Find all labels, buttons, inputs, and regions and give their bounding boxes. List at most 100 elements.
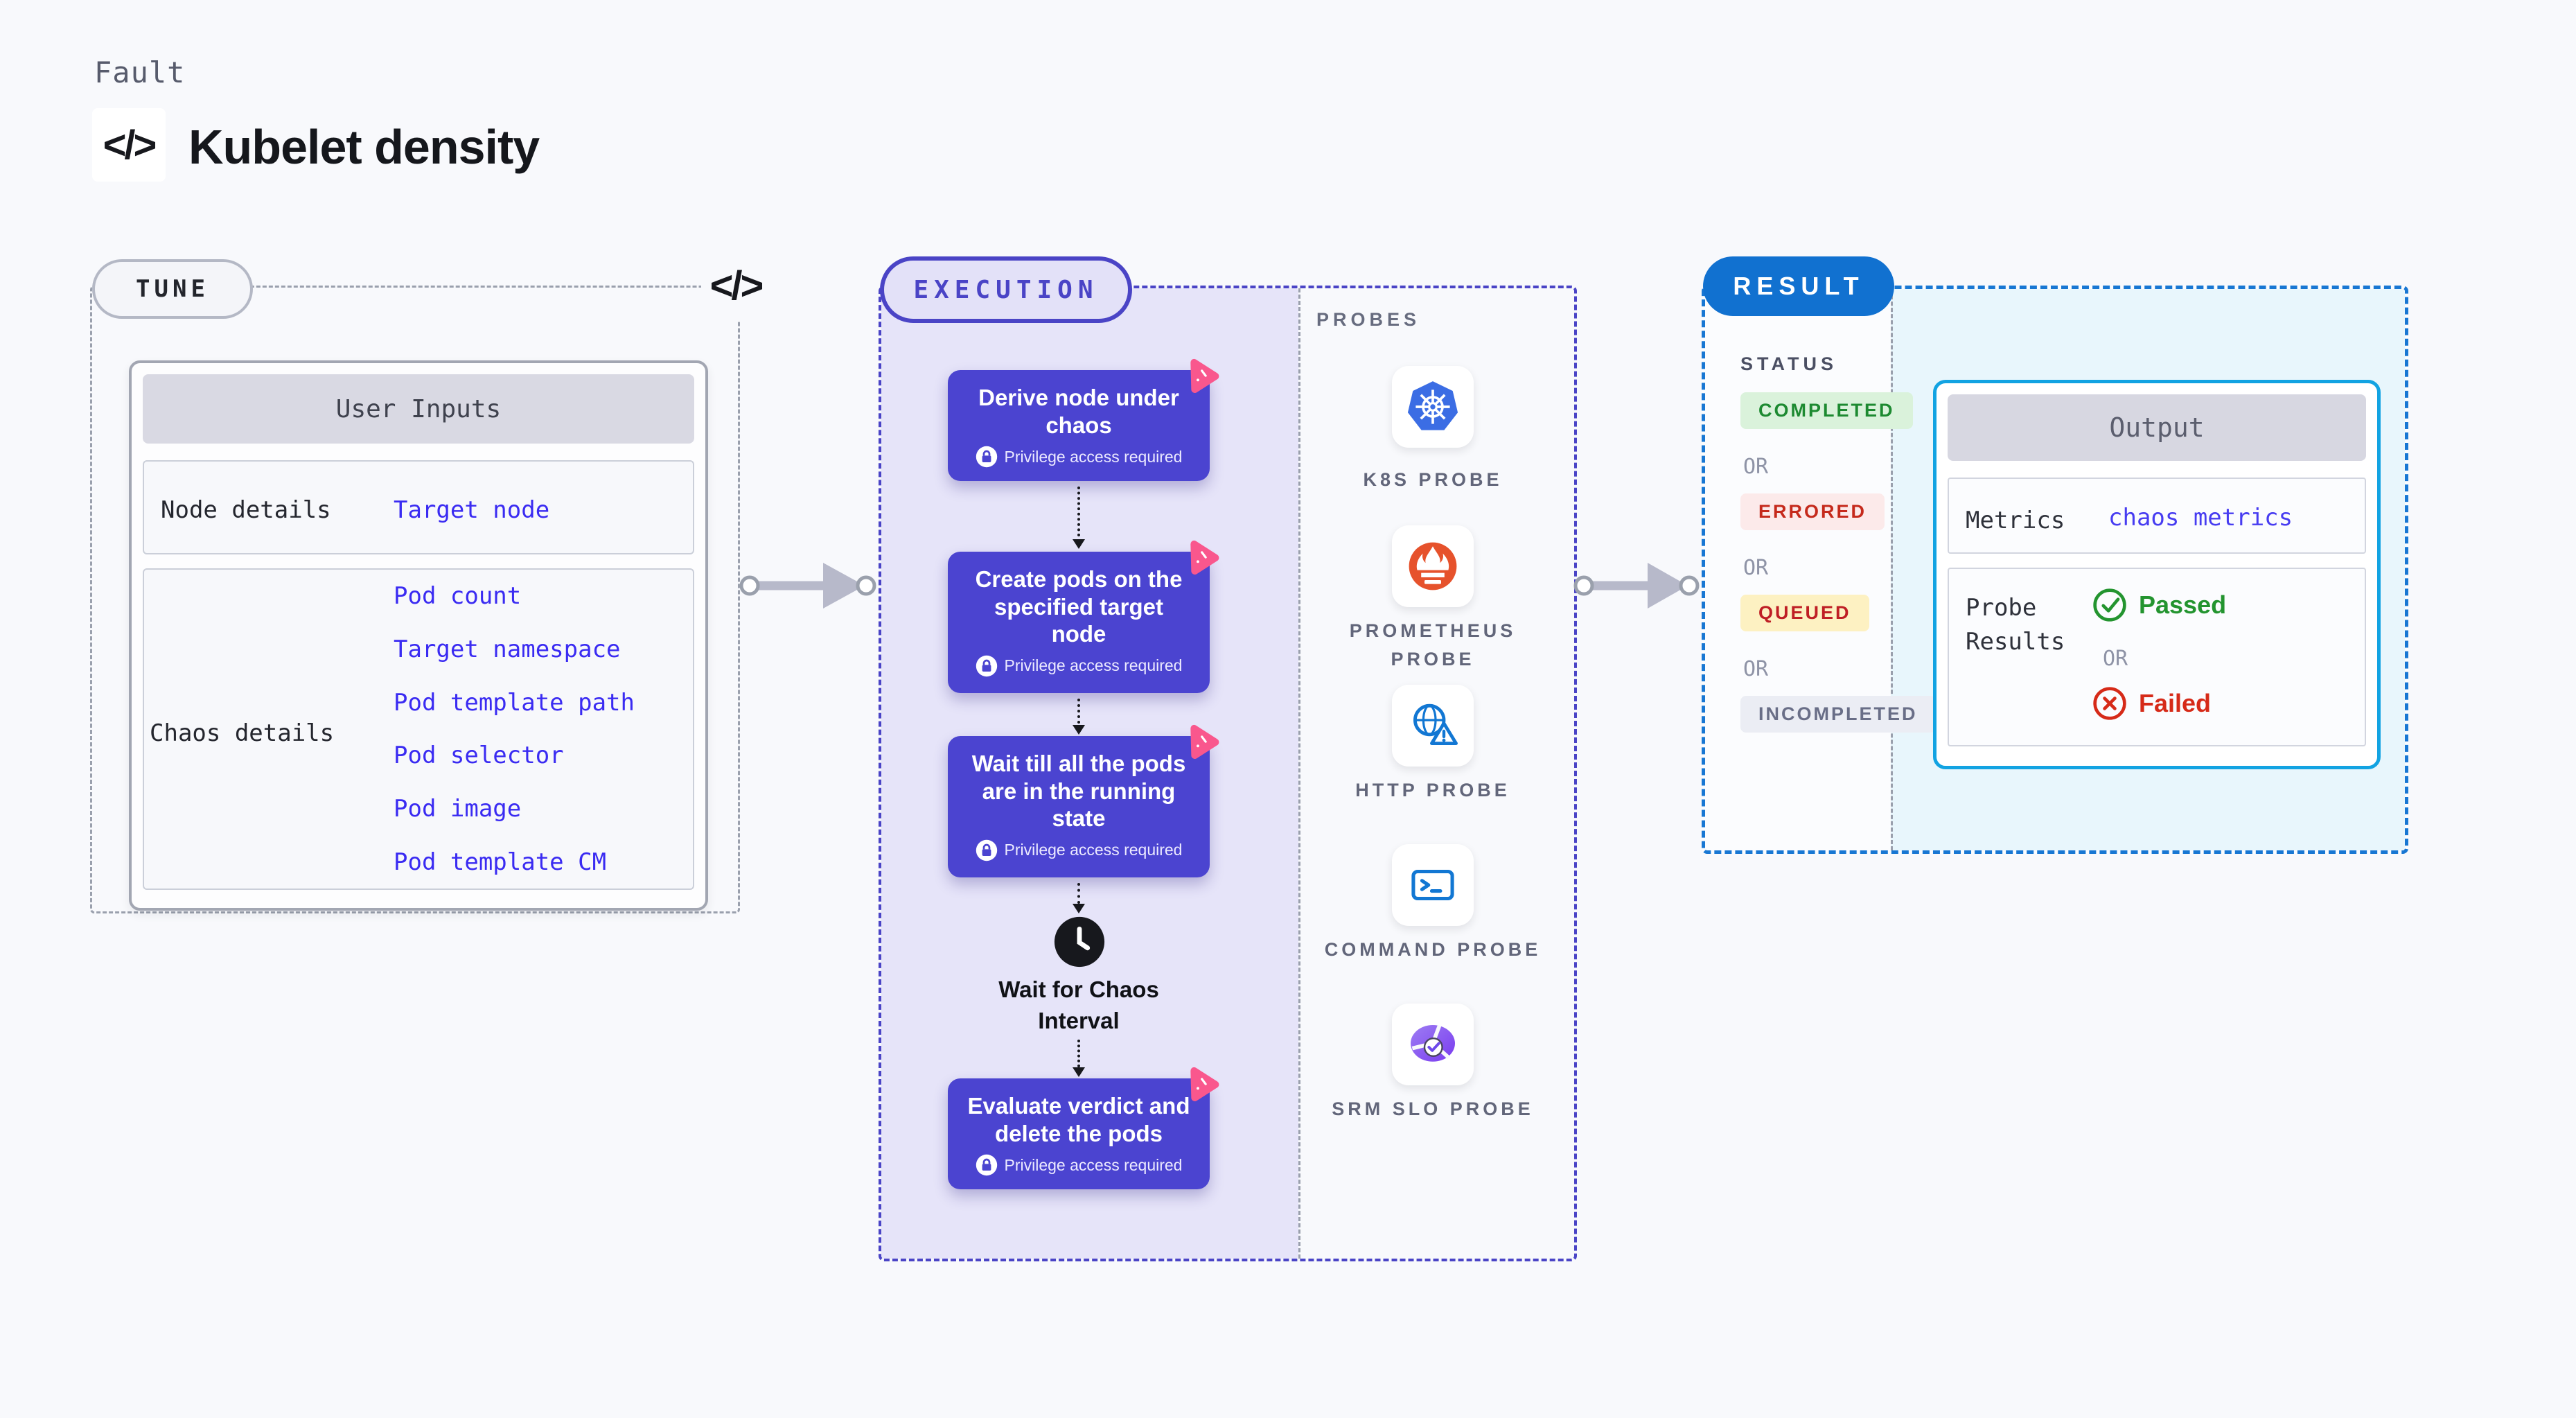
step-evaluate-verdict-title: Evaluate verdict and delete the pods [967,1093,1190,1146]
connector-line [1077,1040,1080,1067]
chaos-icon [1190,1067,1219,1102]
output-header: Output [1948,394,2366,461]
result-badge-label: RESULT [1733,272,1864,300]
probe-results-label: Probe Results [1966,594,2065,656]
connector-line [1077,883,1080,904]
prometheus-probe-card[interactable] [1392,525,1474,607]
tune-badge-label: TUNE [136,275,209,303]
page-title: Kubelet density [188,120,540,174]
connector-arrowhead [1073,539,1085,555]
privilege-row: Privilege access required [966,839,1192,861]
http-probe-card[interactable] [1392,685,1474,767]
pod-template-cm-link[interactable]: Pod template CM [394,848,607,876]
pod-image-link[interactable]: Pod image [394,795,522,823]
privilege-row: Privilege access required [966,655,1192,677]
step-create-pods: Create pods on the specified target node… [948,552,1210,693]
metrics-row: Metrics chaos metrics [1948,478,2366,554]
command-probe-label: COMMAND PROBE [1324,939,1542,960]
x-circle-icon [2093,687,2126,720]
pod-template-path-link[interactable]: Pod template path [394,688,635,717]
prometheus-icon [1409,542,1457,590]
execution-probes-divider [1298,288,1300,1259]
k8s-probe-label: K8S PROBE [1363,469,1503,490]
privilege-label: Privilege access required [1004,841,1183,859]
clock-icon [1054,916,1105,968]
user-inputs-header: User Inputs [143,374,694,444]
flow-arrow-tune-to-execution [739,563,876,609]
status-badge-incompleted: INCOMPLETED [1740,696,1936,733]
flow-arrow-execution-to-result [1573,563,1700,609]
chaos-icon [1190,724,1219,760]
privilege-row: Privilege access required [966,446,1192,468]
command-probe-card[interactable] [1392,844,1474,926]
privilege-label: Privilege access required [1004,656,1183,675]
step-wait-pods-running-title: Wait till all the pods are in the runnin… [971,751,1186,832]
step-derive-node: Derive node under chaos Privilege access… [948,370,1210,481]
status-badge-errored: ERRORED [1740,493,1885,530]
code-icon: </> [92,108,166,182]
http-probe-label: HTTP PROBE [1355,780,1510,800]
step-create-pods-title: Create pods on the specified target node [975,566,1183,647]
step-wait-pods-running: Wait till all the pods are in the runnin… [948,736,1210,877]
connector-line [1077,487,1080,536]
step-evaluate-verdict: Evaluate verdict and delete the pods Pri… [948,1078,1210,1189]
pod-count-link[interactable]: Pod count [394,582,522,610]
failed-row: Failed [2092,685,2211,721]
or-separator: OR [1743,657,1769,681]
node-details-row: Node details Target node [143,460,694,554]
passed-label: Passed [2139,590,2227,619]
connector-arrowhead [1073,1067,1085,1083]
chaos-links-list: Pod count Target namespace Pod template … [394,582,635,876]
status-badge-completed: COMPLETED [1740,392,1913,429]
tune-panel [90,286,740,913]
target-node-link[interactable]: Target node [394,496,550,524]
or-separator: OR [1743,455,1769,479]
failed-label: Failed [2139,689,2212,717]
tune-code-corner-glyph: </> [709,263,764,308]
execution-badge-label: EXECUTION [913,275,1099,304]
code-icon-glyph: </> [103,122,157,168]
or-separator: OR [1743,556,1769,580]
lock-icon [976,655,997,676]
metrics-label: Metrics [1966,507,2065,534]
passed-row: Passed [2092,587,2226,623]
chaos-icon [1190,358,1219,394]
tune-code-corner-icon: </> [701,251,770,320]
lock-icon [976,1154,997,1176]
srm-slo-probe-label: SRM SLO PROBE [1332,1098,1534,1119]
target-namespace-link[interactable]: Target namespace [394,635,621,663]
status-section-label: STATUS [1740,353,1837,374]
probe-results-row: Probe Results Passed OR Failed [1948,568,2366,746]
step-derive-node-title: Derive node under chaos [978,385,1179,438]
globe-warning-icon [1413,703,1458,745]
wait-for-chaos-interval-label: Wait for Chaos Interval [998,977,1159,1033]
terminal-icon [1411,869,1454,901]
privilege-label: Privilege access required [1004,447,1183,466]
node-details-label: Node details [161,496,331,524]
status-badge-queued: QUEUED [1740,595,1869,631]
probes-section-label: PROBES [1316,309,1421,330]
execution-badge: EXECUTION [880,256,1132,323]
slo-pie-check-icon [1411,1024,1455,1062]
tune-badge: TUNE [92,259,253,319]
pod-selector-link[interactable]: Pod selector [394,742,564,770]
prometheus-probe-label: PROMETHEUS PROBE [1349,620,1517,669]
or-separator: OR [2103,647,2128,671]
result-divider [1891,289,1893,850]
chaos-icon [1190,540,1219,575]
lock-icon [976,446,997,468]
privilege-label: Privilege access required [1004,1155,1183,1174]
connector-arrowhead [1073,725,1085,741]
srm-slo-probe-card[interactable] [1392,1004,1474,1085]
chaos-details-label: Chaos details [150,719,335,747]
kubernetes-icon [1407,381,1458,430]
chaos-metrics-link[interactable]: chaos metrics [2108,504,2293,532]
lock-icon [976,839,997,861]
check-circle-icon [2093,588,2126,622]
k8s-probe-card[interactable] [1392,366,1474,448]
fault-eyebrow: Fault [94,55,186,89]
result-badge: RESULT [1703,256,1894,316]
chaos-details-row: Chaos details Pod count Target namespace… [143,568,694,890]
output-card: Output Metrics chaos metrics Probe Resul… [1933,380,2381,769]
